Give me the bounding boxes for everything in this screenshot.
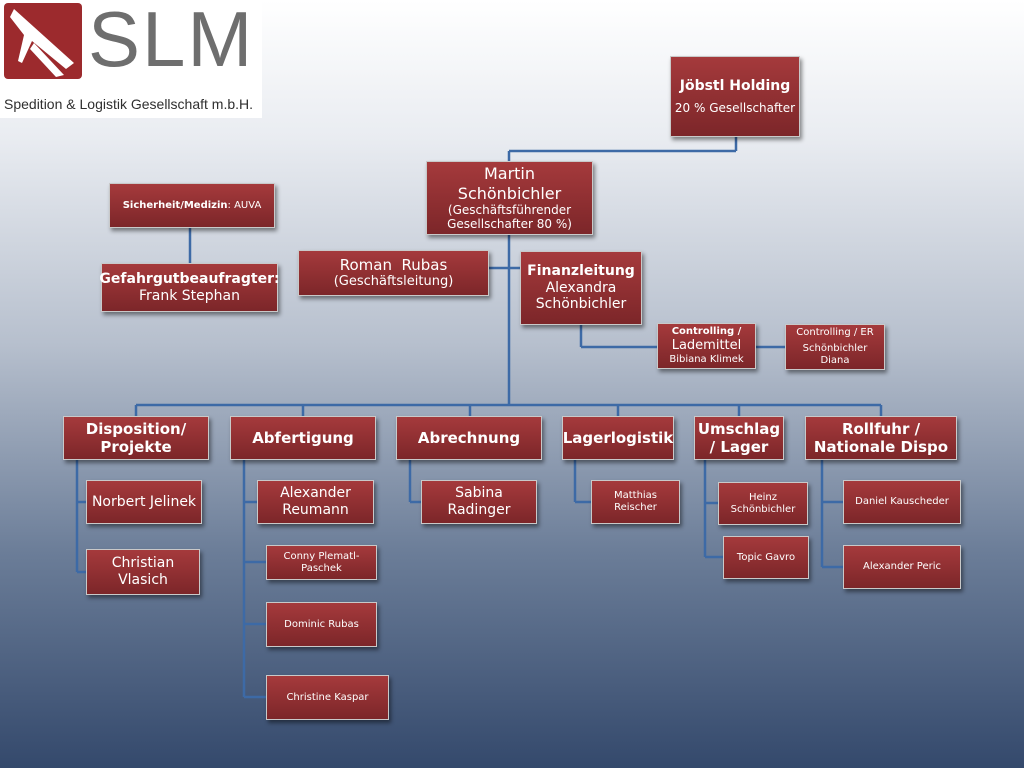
member-name: Daniel Kauscheder xyxy=(855,496,949,507)
department-title: Umschlag / Lager xyxy=(697,420,781,456)
hazmat-title: Gefahrgutbeaufragter: xyxy=(99,270,280,287)
ceo-name: Martin Schönbichler xyxy=(457,164,562,203)
department-title: Abfertigung xyxy=(252,429,354,447)
finance-name: Alexandra Schönbichler xyxy=(535,279,627,313)
controlling-lademittel-line1: Controlling / xyxy=(671,326,742,338)
department-title: Disposition/ Projekte xyxy=(85,420,187,456)
member-box: Alexander Reumann xyxy=(257,480,374,524)
member-name: Alexander Reumann xyxy=(280,485,351,518)
member-box: Sabina Radinger xyxy=(421,480,537,524)
holding-subtitle: 20 % Gesellschafter xyxy=(674,100,796,115)
member-box: Daniel Kauscheder xyxy=(843,480,961,524)
member-box: Christine Kaspar xyxy=(266,675,389,720)
jet-plane-icon xyxy=(4,3,82,79)
safety-box: Sicherheit/Medizin : AUVA xyxy=(109,183,275,228)
member-name: Matthias Reischer xyxy=(613,490,658,513)
holding-title: Jöbstl Holding xyxy=(679,77,791,94)
finance-title: Finanzleitung xyxy=(527,262,635,279)
department-rollfuhr: Rollfuhr / Nationale Dispo xyxy=(805,416,957,460)
department-title: Rollfuhr / Nationale Dispo xyxy=(813,420,949,456)
member-name: Topic Gavro xyxy=(736,551,796,563)
department-lagerlogistik: Lagerlogistik xyxy=(562,416,674,460)
ceo-role: (Geschäftsführender Gesellschafter 80 %) xyxy=(447,202,572,232)
company-logo: SLM Spedition & Logistik Gesellschaft m.… xyxy=(0,0,262,118)
controlling-lademittel-line2: Lademittel xyxy=(671,338,742,354)
holding-box: Jöbstl Holding 20 % Gesellschafter xyxy=(670,56,800,137)
management-name: Roman Rubas xyxy=(339,256,448,275)
member-name: Conny Plematl-Paschek xyxy=(283,550,360,574)
finance-box: Finanzleitung Alexandra Schönbichler xyxy=(520,251,642,325)
member-box: Dominic Rubas xyxy=(266,602,377,647)
member-box: Norbert Jelinek xyxy=(86,480,202,524)
member-box: Conny Plematl-Paschek xyxy=(266,545,377,580)
member-box: Christian Vlasich xyxy=(86,549,200,595)
member-box: Alexander Peric xyxy=(843,545,961,589)
member-name: Christian Vlasich xyxy=(111,555,175,588)
ceo-box: Martin Schönbichler (Geschäftsführender … xyxy=(426,161,593,235)
member-name: Dominic Rubas xyxy=(284,618,359,630)
safety-label-bold: Sicherheit/Medizin xyxy=(122,199,228,211)
member-name: Alexander Peric xyxy=(863,561,941,572)
member-box: Topic Gavro xyxy=(723,536,809,579)
member-name: Christine Kaspar xyxy=(286,691,369,703)
management-box: Roman Rubas (Geschäftsleitung) xyxy=(298,250,489,296)
member-box: Matthias Reischer xyxy=(591,480,680,524)
controlling-lademittel-box: Controlling / Lademittel Bibiana Klimek xyxy=(657,323,756,369)
hazmat-box: Gefahrgutbeaufragter: Frank Stephan xyxy=(99,263,280,312)
controlling-lademittel-name: Bibiana Klimek xyxy=(669,353,744,365)
controlling-er-box: Controlling / ER Schönbichler Diana xyxy=(785,324,885,370)
safety-label-rest: : AUVA xyxy=(227,199,262,211)
logo-subtitle: Spedition & Logistik Gesellschaft m.b.H. xyxy=(4,96,254,112)
controlling-er-line1: Controlling / ER xyxy=(796,327,874,338)
management-role: (Geschäftsleitung) xyxy=(333,274,454,290)
department-umschlag: Umschlag / Lager xyxy=(694,416,784,460)
department-title: Lagerlogistik xyxy=(562,429,674,447)
department-disposition: Disposition/ Projekte xyxy=(63,416,209,460)
department-abrechnung: Abrechnung xyxy=(396,416,542,460)
member-name: Norbert Jelinek xyxy=(91,493,197,510)
member-name: Heinz Schönbichler xyxy=(730,491,796,515)
logo-text: SLM xyxy=(88,0,255,83)
member-box: Heinz Schönbichler xyxy=(718,482,808,525)
member-name: Sabina Radinger xyxy=(447,485,511,518)
department-abfertigung: Abfertigung xyxy=(230,416,376,460)
department-title: Abrechnung xyxy=(417,429,521,447)
controlling-er-name: Schönbichler Diana xyxy=(802,343,868,366)
hazmat-name: Frank Stephan xyxy=(138,287,240,304)
